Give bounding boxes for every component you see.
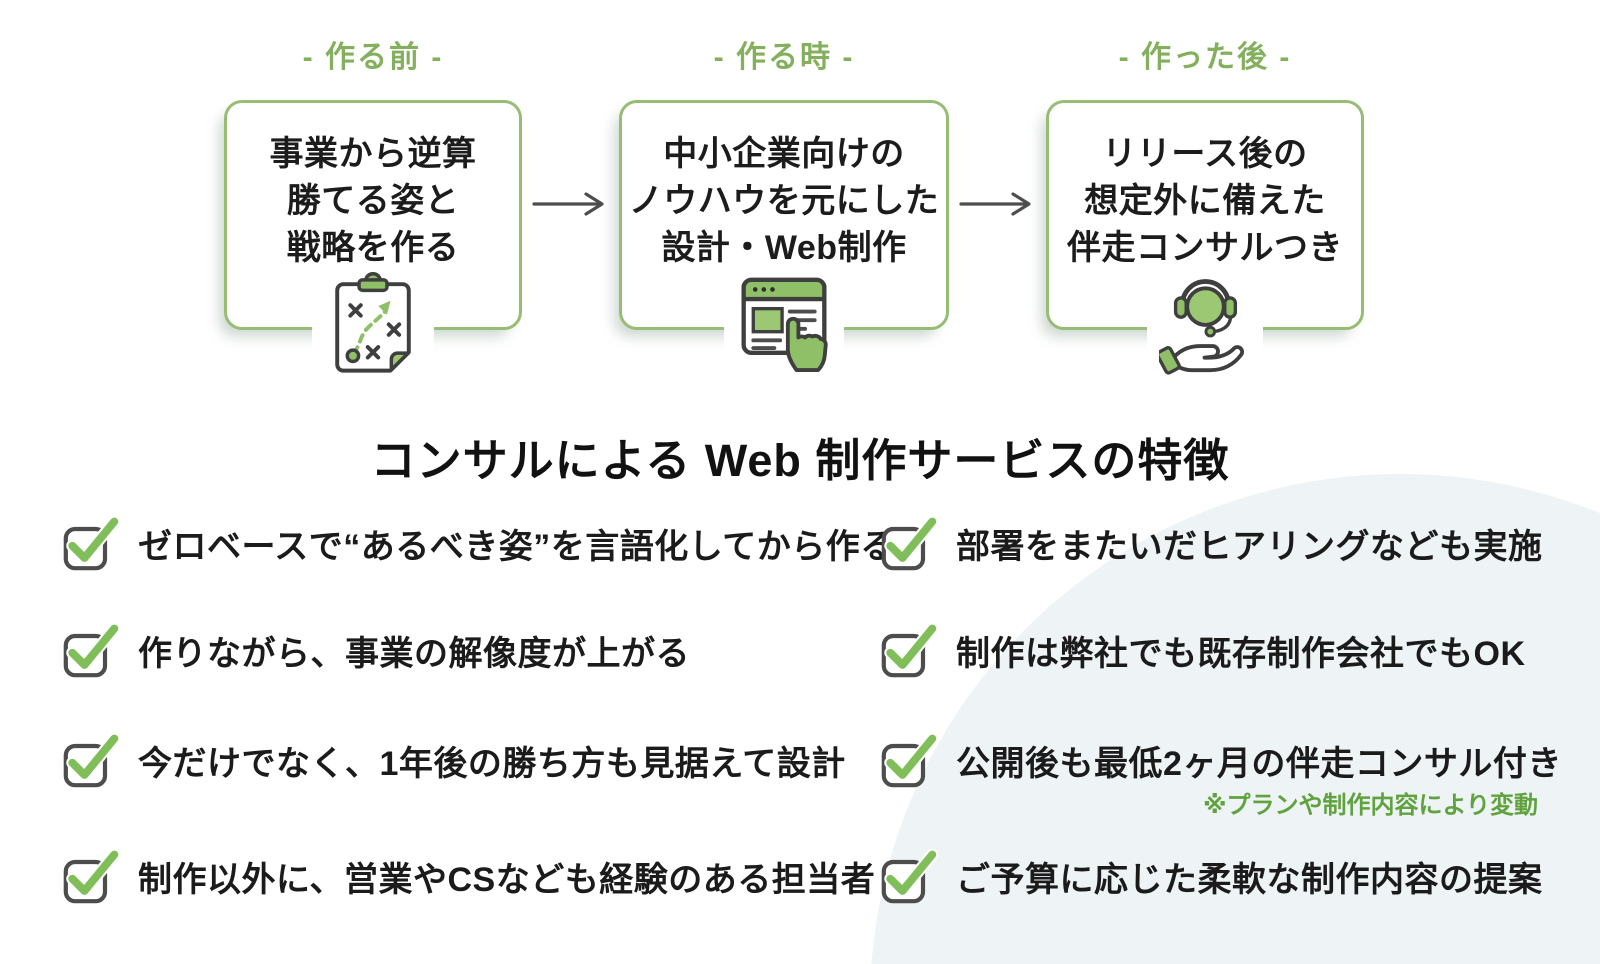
- feature-text: 制作は弊社でも既存制作会社でもOK: [956, 634, 1526, 673]
- stage-description: 中小企業向けの ノウハウを元にした 設計・Web制作: [628, 135, 940, 267]
- stage-label: - 作った後 -: [1118, 41, 1292, 74]
- checked-checkbox-icon: [880, 515, 939, 571]
- stage-during-build: - 作る時 - 中小企業向けの ノウハウを元にした 設計・Web制作: [619, 40, 949, 375]
- checked-checkbox-icon: [62, 732, 121, 788]
- checked-checkbox-icon: [62, 515, 121, 571]
- stage-card: 中小企業向けの ノウハウを元にした 設計・Web制作: [619, 100, 949, 375]
- stage-description: 事業から逆算 勝てる姿と 戦略を作る: [269, 135, 477, 267]
- feature-list-right: 部署をまたいだヒアリングなども実施 制作は弊社でも既存制作会社でもOK: [880, 515, 1561, 904]
- process-flow: - 作る前 - 事業から逆算 勝てる姿と 戦略を作る: [224, 40, 1364, 375]
- feature-item: 制作以外に、営業やCSなども経験のある担当者: [62, 848, 882, 904]
- feature-text: 制作以外に、営業やCSなども経験のある担当者: [138, 860, 876, 899]
- stage-card: 事業から逆算 勝てる姿と 戦略を作る: [224, 100, 522, 375]
- feature-item: ゼロベースで“あるべき姿”を言語化してから作る: [62, 515, 894, 571]
- stage-card: リリース後の 想定外に備えた 伴走コンサルつき: [1046, 100, 1364, 375]
- checked-checkbox-icon: [62, 622, 121, 678]
- feature-item: 制作は弊社でも既存制作会社でもOK: [880, 622, 1546, 678]
- feature-item: 今だけでなく、1年後の勝ち方も見据えて設計: [62, 732, 882, 788]
- support-headset-hand-icon: [1147, 269, 1263, 375]
- feature-text: 今だけでなく、1年後の勝ち方も見据えて設計: [138, 744, 846, 783]
- stage-after-build: - 作った後 - リリース後の 想定外に備えた 伴走コンサルつき: [1046, 40, 1364, 375]
- feature-text: ゼロベースで“あるべき姿”を言語化してから作る: [138, 527, 895, 566]
- stage-label: - 作る前 -: [302, 41, 444, 74]
- right-arrow-icon: [531, 192, 604, 216]
- strategy-plan-clipboard-icon: [312, 272, 434, 375]
- feature-item: ご予算に応じた柔軟な制作内容の提案: [880, 848, 1546, 904]
- feature-list-left: ゼロベースで“あるべき姿”を言語化してから作る 作りながら、事業の解像度が上がる: [62, 515, 894, 904]
- web-browser-click-icon: [724, 274, 844, 375]
- stage-description: リリース後の 想定外に備えた 伴走コンサルつき: [1067, 135, 1343, 267]
- checked-checkbox-icon: [880, 622, 939, 678]
- feature-text: 部署をまたいだヒアリングなども実施: [956, 527, 1543, 566]
- feature-item: 部署をまたいだヒアリングなども実施: [880, 515, 1546, 571]
- feature-note: ※プランや制作内容により変動: [1203, 792, 1538, 819]
- stage-before-build: - 作る前 - 事業から逆算 勝てる姿と 戦略を作る: [224, 40, 522, 375]
- section-title: コンサルによる Web 制作サービスの特徴: [370, 435, 1230, 486]
- checked-checkbox-icon: [880, 732, 939, 788]
- stage-label: - 作る時 -: [713, 41, 855, 74]
- feature-text: 公開後も最低2ヶ月の伴走コンサル付き: [956, 744, 1562, 783]
- checked-checkbox-icon: [62, 848, 121, 904]
- flow-arrow: [949, 191, 1046, 217]
- right-arrow-icon: [958, 192, 1031, 216]
- feature-item: 公開後も最低2ヶ月の伴走コンサル付き: [880, 732, 1561, 788]
- feature-text: ご予算に応じた柔軟な制作内容の提案: [956, 860, 1543, 899]
- feature-item: 作りながら、事業の解像度が上がる: [62, 622, 882, 678]
- feature-text: 作りながら、事業の解像度が上がる: [138, 634, 690, 673]
- flow-arrow: [522, 191, 619, 217]
- checked-checkbox-icon: [880, 848, 939, 904]
